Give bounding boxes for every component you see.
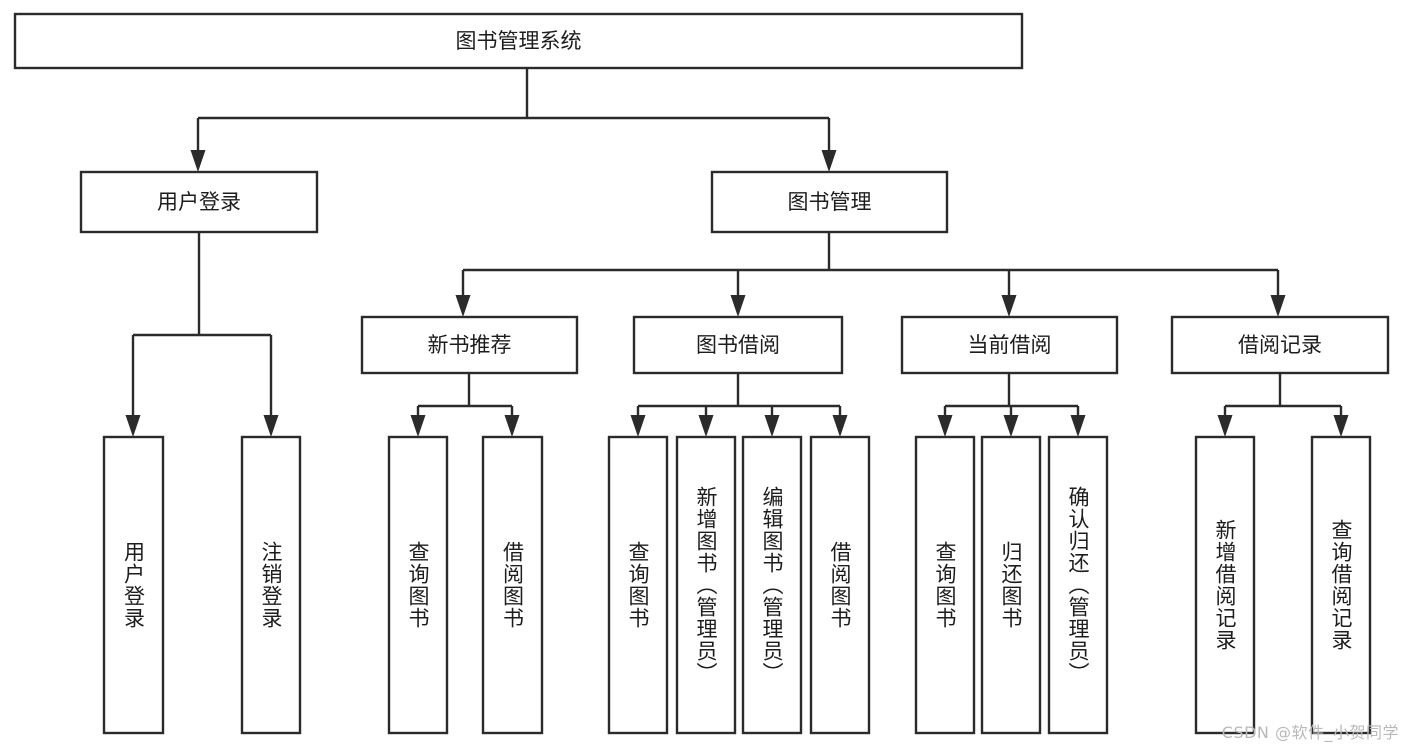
node-leaf-leaf-add-borrow-record[interactable] xyxy=(1194,435,1256,735)
node-leaf-leaf-query-book-borrow[interactable] xyxy=(607,435,669,735)
watermark: CSDN @软件_小贺同学 xyxy=(1221,723,1399,742)
node-leaf-leaf-query-book-current[interactable] xyxy=(914,435,976,735)
arrow-head-icon xyxy=(410,415,426,437)
node-level3-box[interactable] xyxy=(632,315,844,375)
node-level2-user-login[interactable]: 用户登录 xyxy=(79,170,319,234)
leaf-box[interactable] xyxy=(387,435,449,735)
root-box[interactable] xyxy=(13,12,1024,70)
node-level3-borrow-record[interactable]: 借阅记录 xyxy=(1170,315,1390,375)
node-level2-box[interactable] xyxy=(710,170,949,234)
arrow-head-icon xyxy=(1270,295,1286,317)
node-leaf-leaf-edit-book-admin[interactable] xyxy=(741,435,803,735)
connector-borrow-record-to-leaves xyxy=(1217,373,1349,437)
leaf-box[interactable] xyxy=(240,435,302,735)
arrow-head-icon xyxy=(1003,415,1019,437)
leaf-box[interactable] xyxy=(914,435,976,735)
connector-layer xyxy=(125,68,1349,437)
arrow-head-icon xyxy=(263,415,279,437)
node-level3-book-borrow[interactable]: 图书借阅 xyxy=(632,315,844,375)
node-leaf-leaf-borrow-book-rec[interactable] xyxy=(481,435,544,735)
arrow-head-icon xyxy=(1001,295,1017,317)
node-level2-book-manage[interactable]: 图书管理 xyxy=(710,170,949,234)
node-level3-label: 借阅记录 xyxy=(1238,333,1322,357)
connector-line xyxy=(943,373,1080,419)
connector-root-to-level2 xyxy=(190,68,837,172)
node-level2-label: 图书管理 xyxy=(788,190,872,214)
root-label: 图书管理系统 xyxy=(456,29,582,53)
arrow-head-icon xyxy=(455,295,471,317)
leaf-box[interactable] xyxy=(675,435,737,735)
arrow-head-icon xyxy=(1333,415,1349,437)
connector-line xyxy=(1223,373,1343,419)
connector-new-book-rec-to-leaves xyxy=(410,373,520,437)
node-level3-box[interactable] xyxy=(900,315,1119,375)
leaf-box[interactable] xyxy=(1047,435,1109,735)
connector-current-borrow-to-leaves xyxy=(937,373,1086,437)
arrow-head-icon xyxy=(821,150,837,172)
arrow-head-icon xyxy=(1070,415,1086,437)
node-leaf-leaf-return-book[interactable] xyxy=(980,435,1042,735)
leaf-box[interactable] xyxy=(1310,435,1372,735)
leaf-box[interactable] xyxy=(741,435,803,735)
leaf-box[interactable] xyxy=(980,435,1042,735)
arrow-head-icon xyxy=(630,415,646,437)
node-level3-label: 图书借阅 xyxy=(696,333,780,357)
node-level2-label: 用户登录 xyxy=(157,190,241,214)
connector-line xyxy=(416,373,514,419)
node-leaf-leaf-user-logout[interactable] xyxy=(240,435,302,735)
node-leaf-leaf-query-borrow-record[interactable] xyxy=(1310,435,1372,735)
node-level3-new-book-recommend[interactable]: 新书推荐 xyxy=(360,315,579,375)
connector-line xyxy=(196,68,831,154)
connector-line xyxy=(131,232,273,419)
node-level2-box[interactable] xyxy=(79,170,319,234)
node-leaf-leaf-query-book-rec[interactable] xyxy=(387,435,449,735)
leaf-box[interactable] xyxy=(481,435,544,735)
node-leaf-leaf-user-login[interactable] xyxy=(102,435,165,735)
leaf-box[interactable] xyxy=(607,435,669,735)
node-level3-box[interactable] xyxy=(1170,315,1390,375)
node-root[interactable]: 图书管理系统 xyxy=(13,12,1024,70)
leaf-box[interactable] xyxy=(1194,435,1256,735)
node-leaf-leaf-add-book-admin[interactable] xyxy=(675,435,737,735)
arrow-head-icon xyxy=(190,150,206,172)
node-leaf-leaf-borrow-book[interactable] xyxy=(809,435,871,735)
arrow-head-icon xyxy=(832,415,848,437)
connector-line xyxy=(636,373,842,419)
connector-book-borrow-to-leaves xyxy=(630,373,848,437)
arrow-head-icon xyxy=(937,415,953,437)
arrow-head-icon xyxy=(764,415,780,437)
node-level3-box[interactable] xyxy=(360,315,579,375)
arrow-head-icon xyxy=(504,415,520,437)
node-level3-label: 当前借阅 xyxy=(968,333,1052,357)
node-level3-current-borrow[interactable]: 当前借阅 xyxy=(900,315,1119,375)
arrow-head-icon xyxy=(698,415,714,437)
connector-user-login-to-leaves xyxy=(125,232,279,437)
leaf-box[interactable] xyxy=(809,435,871,735)
arrow-head-icon xyxy=(730,295,746,317)
connector-book-manage-to-level3 xyxy=(455,232,1286,317)
connector-line xyxy=(461,232,1280,299)
node-level3-label: 新书推荐 xyxy=(428,333,512,357)
leaf-box[interactable] xyxy=(102,435,165,735)
arrow-head-icon xyxy=(125,415,141,437)
node-leaf-leaf-confirm-return-admin[interactable] xyxy=(1047,435,1109,735)
arrow-head-icon xyxy=(1217,415,1233,437)
